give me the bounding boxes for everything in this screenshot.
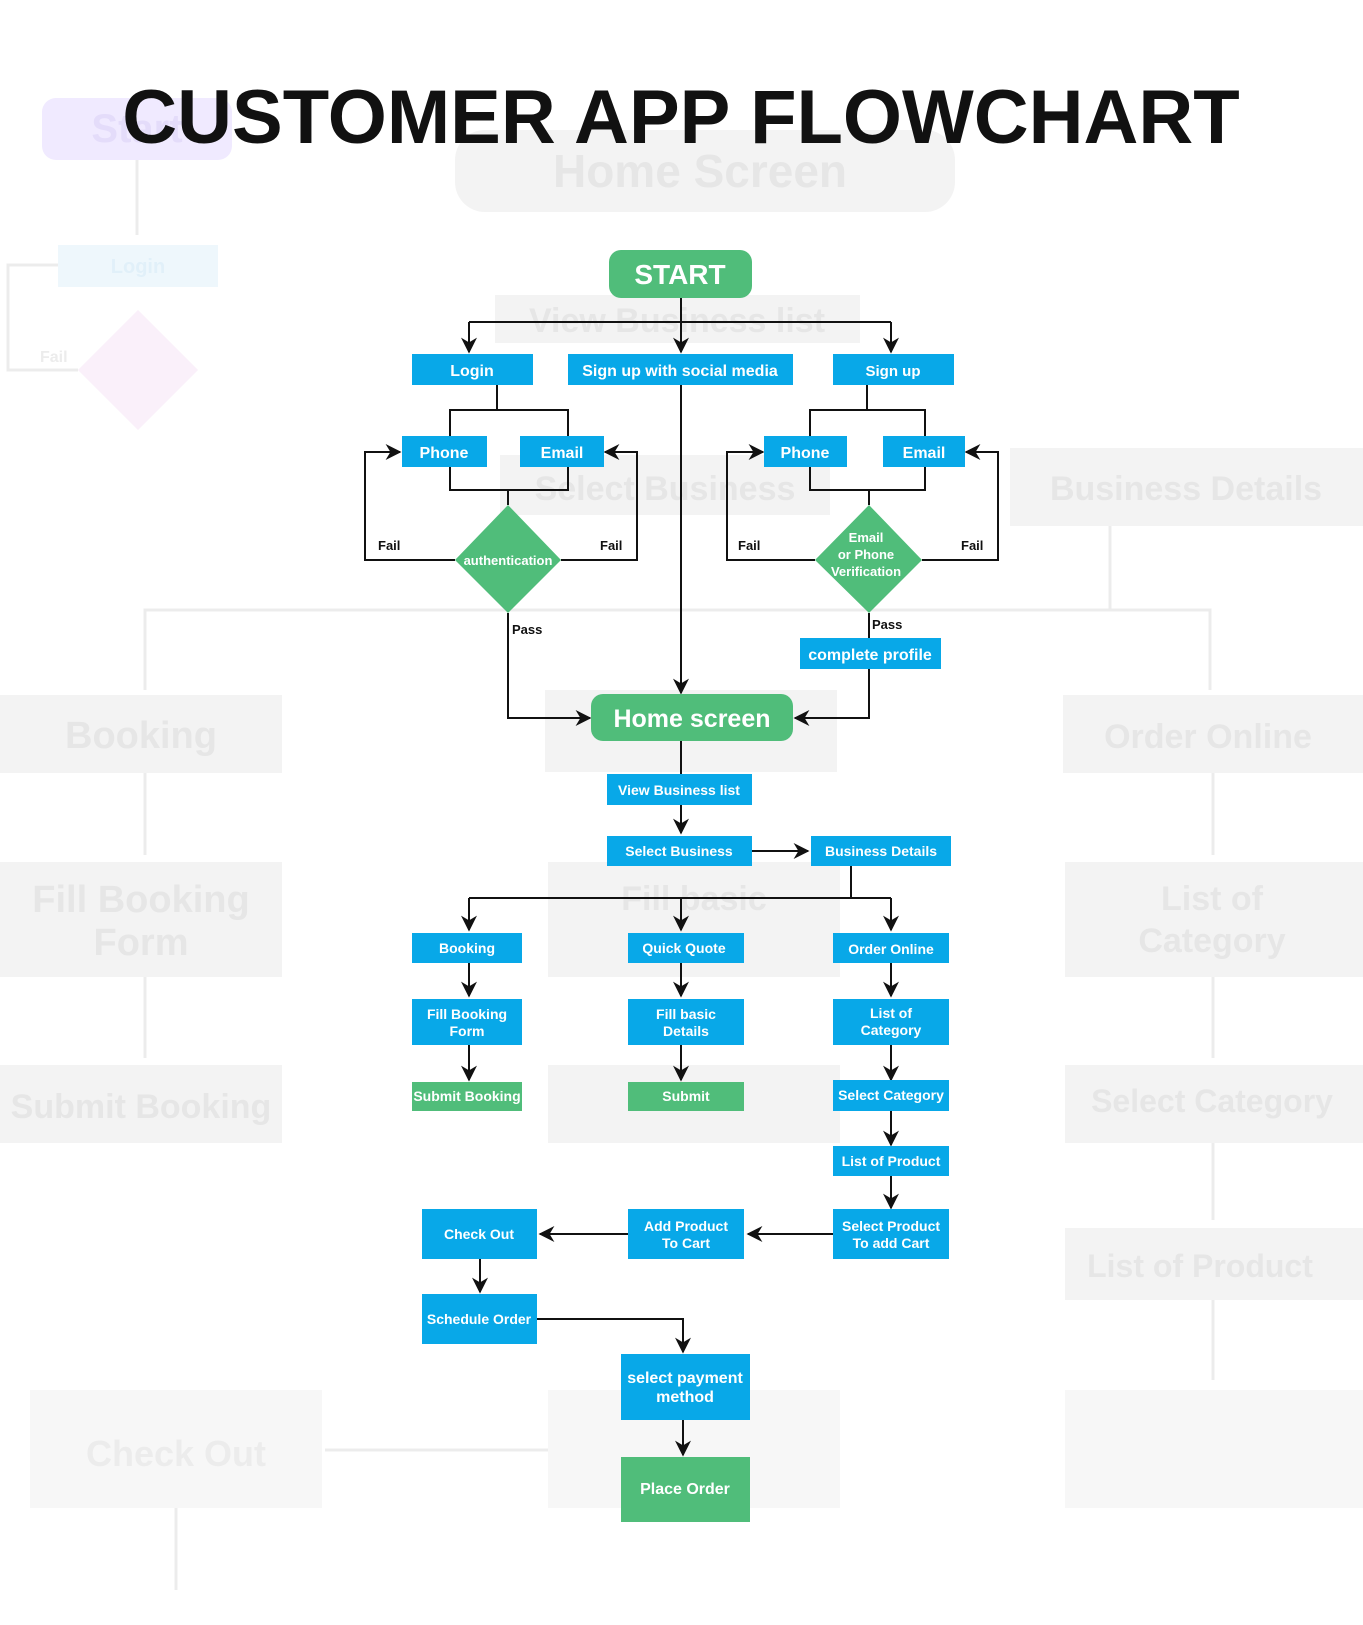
watermark-list-of-product: List of Product [1087,1248,1313,1284]
submit-booking-label: Submit Booking [413,1088,520,1104]
verification-decision: Email or Phone Verification [815,505,922,613]
authentication-label: authentication [464,553,553,568]
order-online-label: Order Online [848,941,934,957]
select-product-label-line2: To add Cart [853,1235,930,1251]
select-product-label-line1: Select Product [842,1218,940,1234]
fill-basic-details-label-line1: Fill basic [656,1006,716,1022]
fill-booking-form-node: Fill Booking Form [412,999,522,1045]
home-screen-node: Home screen [591,694,793,741]
select-business-node: Select Business [607,836,752,866]
background-watermark: Start Home Screen View Business list Sel… [0,98,1363,1590]
authentication-decision: authentication [455,505,561,613]
fill-booking-form-label-line2: Form [450,1023,485,1039]
quick-quote-node: Quick Quote [628,933,744,963]
watermark-category: Category [1138,922,1285,960]
complete-profile-node: complete profile [800,638,941,669]
verification-label-line1: Email [849,530,884,545]
watermark-business-details: Business Details [1050,470,1322,508]
check-out-label: Check Out [444,1226,514,1242]
watermark-home-screen: Home Screen [553,145,847,197]
fail-label: Fail [600,538,622,553]
login-phone-node: Phone [402,436,487,467]
select-category-node: Select Category [833,1080,949,1111]
email-label: Email [903,445,946,462]
watermark-select-category: Select Category [1091,1083,1333,1119]
watermark-fail: Fail [40,349,68,366]
watermark-start: Start [91,107,182,151]
complete-profile-label: complete profile [808,647,932,664]
list-of-category-node: List of Category [833,999,949,1045]
submit-label: Submit [662,1088,710,1104]
order-online-node: Order Online [833,933,949,963]
login-email-node: Email [520,436,604,467]
login-node: Login [412,354,533,385]
phone-label: Phone [781,445,830,462]
page-title: CUSTOMER APP FLOWCHART [122,75,1239,160]
booking-label: Booking [439,940,495,956]
watermark-fill-booking: Fill Booking [32,879,249,921]
signup-phone-node: Phone [764,436,847,467]
place-order-label: Place Order [640,1481,730,1498]
watermark-form: Form [94,922,189,964]
schedule-order-node: Schedule Order [422,1294,537,1344]
watermark-list-of: List of [1161,880,1264,918]
signup-email-node: Email [883,436,965,467]
start-label: START [634,259,725,290]
verification-label-line2: or Phone [838,547,894,562]
start-node: START [609,250,752,298]
add-product-label-line1: Add Product [644,1218,728,1234]
watermark-order-online: Order Online [1104,718,1312,756]
login-label: Login [450,363,494,380]
quick-quote-label: Quick Quote [642,940,725,956]
watermark-select-business: Select Business [535,470,796,508]
signup-social-label: Sign up with social media [582,363,778,380]
booking-node: Booking [412,933,522,963]
business-details-label: Business Details [825,843,937,859]
signup-node: Sign up [833,354,954,385]
pass-label: Pass [512,622,542,637]
select-business-label: Select Business [625,843,733,859]
view-business-list-node: View Business list [607,774,752,805]
select-category-label: Select Category [838,1087,944,1103]
phone-label: Phone [420,445,469,462]
watermark-check-out: Check Out [86,1433,266,1474]
business-details-node: Business Details [811,836,951,866]
email-label: Email [541,445,584,462]
add-product-node: Add Product To Cart [628,1209,744,1259]
watermark-login: Login [111,256,165,278]
watermark-submit-booking: Submit Booking [11,1088,272,1126]
place-order-node: Place Order [621,1457,750,1522]
select-payment-label-line2: method [656,1389,714,1406]
fail-label: Fail [961,538,983,553]
select-payment-method-node: select payment method [621,1354,750,1420]
add-product-label-line2: To Cart [662,1235,710,1251]
verification-label-line3: Verification [831,564,901,579]
watermark-booking: Booking [65,715,217,757]
signup-social-node: Sign up with social media [568,354,793,385]
signup-label: Sign up [866,363,921,380]
list-of-product-label: List of Product [842,1153,941,1169]
list-of-product-node: List of Product [833,1146,949,1176]
home-screen-label: Home screen [613,705,770,733]
submit-node: Submit [628,1082,744,1111]
flow-edges [364,298,999,1457]
view-business-list-label: View Business list [618,782,740,798]
schedule-order-label: Schedule Order [427,1311,532,1327]
submit-booking-node: Submit Booking [412,1082,522,1111]
fill-basic-details-label-line2: Details [663,1023,709,1039]
fill-booking-form-label-line1: Fill Booking [427,1006,507,1022]
fail-label: Fail [378,538,400,553]
select-product-node: Select Product To add Cart [833,1209,949,1259]
fail-label: Fail [738,538,760,553]
list-of-category-label-line2: Category [861,1022,922,1038]
pass-label: Pass [872,617,902,632]
check-out-node: Check Out [422,1209,537,1259]
select-payment-label-line1: select payment [627,1370,743,1387]
fill-basic-details-node: Fill basic Details [628,999,744,1045]
list-of-category-label-line1: List of [870,1005,912,1021]
